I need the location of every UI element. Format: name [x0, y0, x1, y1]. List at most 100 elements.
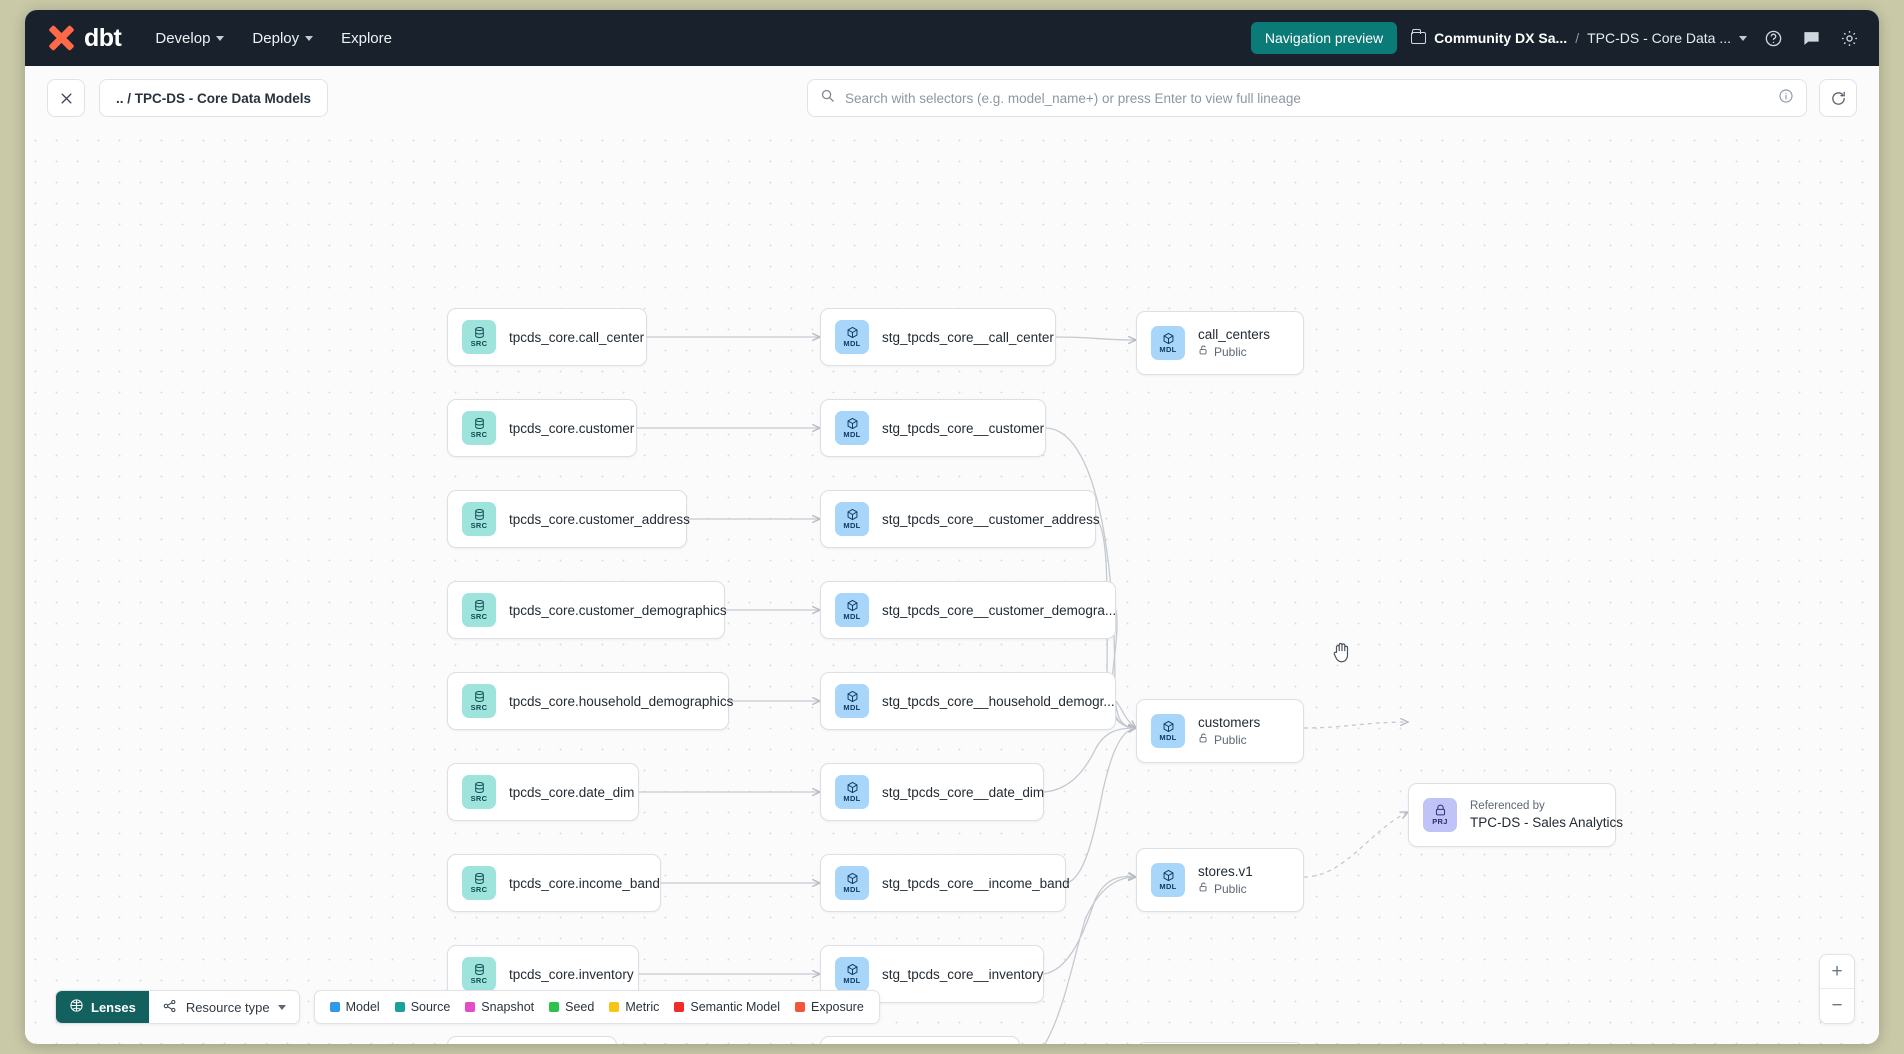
nav-item-explore-label: Explore	[341, 29, 392, 47]
node-access: Public	[1198, 882, 1253, 896]
node-type-badge-mdl: MDL	[1151, 863, 1185, 897]
lineage-toolbar: .. / TPC-DS - Core Data Models	[25, 66, 1879, 130]
nav-item-develop[interactable]: Develop	[155, 29, 225, 47]
legend-swatch	[394, 1002, 405, 1012]
legend-label: Snapshot	[481, 1000, 535, 1014]
refresh-button[interactable]	[1819, 79, 1857, 117]
node-label: tpcds_core.customer_address	[509, 511, 690, 527]
legend-item: Source	[394, 1000, 450, 1014]
node-access: Public	[1198, 733, 1260, 747]
account-breadcrumb[interactable]: Community DX Sa... / TPC-DS - Core Data …	[1411, 29, 1747, 46]
legend-item: Semantic Model	[674, 1000, 780, 1014]
zoom-out-button[interactable]: −	[1831, 995, 1843, 1016]
lenses-label: Lenses	[91, 999, 136, 1015]
node-type-badge-mdl: MDL	[835, 775, 869, 809]
node-label: call_centers	[1198, 327, 1271, 342]
node-type-badge-mdl: MDL	[1151, 326, 1185, 360]
lenses-button[interactable]: Lenses	[56, 991, 149, 1023]
node-type-badge-mdl: MDL	[835, 320, 869, 354]
unlock-icon	[1198, 882, 1209, 896]
node-label: stg_tpcds_core__customer_address	[882, 511, 1100, 527]
brand-label: dbt	[84, 23, 122, 52]
navigation-preview-button[interactable]: Navigation preview	[1250, 22, 1398, 54]
feedback-icon[interactable]	[1799, 26, 1823, 50]
node-label: TPC-DS - Sales Analytics	[1470, 815, 1624, 830]
breadcrumb[interactable]: .. / TPC-DS - Core Data Models	[99, 79, 329, 117]
zoom-in-button[interactable]: +	[1820, 955, 1854, 989]
help-circle-icon[interactable]	[1761, 26, 1785, 50]
grab-cursor-icon	[1331, 640, 1353, 669]
legend-label: Seed	[565, 1000, 595, 1014]
node-label: stg_tpcds_core__call_center	[882, 329, 1054, 345]
resource-type-dropdown[interactable]: Resource type	[148, 991, 299, 1023]
node-type-badge-src: SRC	[462, 957, 496, 991]
node-type-badge-src: SRC	[462, 684, 496, 718]
node-label: stg_tpcds_core__customer	[882, 420, 1045, 436]
unlock-icon	[1198, 733, 1209, 747]
node-type-badge-src: SRC	[462, 593, 496, 627]
nodes-icon	[162, 998, 178, 1017]
node-label: stg_tpcds_core__income_band	[882, 875, 1070, 891]
legend-item: Metric	[609, 1000, 659, 1014]
legend-swatch	[794, 1002, 805, 1012]
graph-node-source[interactable]: SRC tpcds_core.customer_demographics	[447, 581, 727, 639]
chevron-down-icon	[277, 1004, 286, 1010]
search-input[interactable]	[845, 90, 1768, 106]
lens-group: Lenses Resource type	[55, 990, 300, 1024]
info-icon[interactable]	[1778, 88, 1794, 109]
top-navbar: dbt Develop Deploy Explore Navigation pr…	[25, 10, 1879, 66]
node-label: tpcds_core.customer_demographics	[509, 602, 727, 618]
legend-item: Seed	[549, 1000, 594, 1014]
legend-swatch	[465, 1002, 476, 1012]
legend-swatch	[549, 1002, 560, 1012]
node-label: stg_tpcds_core__date_dim	[882, 784, 1045, 800]
resource-type-label: Resource type	[185, 999, 270, 1015]
search-box[interactable]	[807, 79, 1807, 117]
legend-swatch	[674, 1002, 685, 1012]
app-window: dbt Develop Deploy Explore Navigation pr…	[25, 10, 1879, 1044]
legend-swatch	[609, 1002, 620, 1012]
nav-item-deploy-label: Deploy	[252, 29, 300, 47]
nav-item-explore[interactable]: Explore	[341, 30, 392, 47]
node-label: stg_tpcds_core__inventory	[882, 966, 1044, 982]
graph-node-model[interactable]: MDL stg_tpcds_core__customer_address	[820, 490, 1100, 548]
dbt-logo[interactable]: dbt	[47, 23, 122, 53]
node-type-badge-src: SRC	[462, 320, 496, 354]
nav-item-develop-label: Develop	[155, 29, 211, 47]
graph-node-model[interactable]: MDL stg_tpcds_core__call_center	[820, 308, 1056, 366]
account-name: Community DX Sa...	[1434, 30, 1568, 46]
legend-label: Semantic Model	[690, 1000, 780, 1014]
node-type-badge-mdl: MDL	[835, 502, 869, 536]
close-button[interactable]	[47, 79, 85, 117]
chevron-down-icon[interactable]	[1739, 35, 1747, 41]
graph-node-model[interactable]: MDL stg_tpcds_core__date_dim	[820, 763, 1044, 821]
node-label: stg_tpcds_core__household_demogr...	[882, 693, 1115, 709]
node-type-badge-src: SRC	[462, 866, 496, 900]
gear-icon[interactable]	[1837, 26, 1861, 50]
nav-item-deploy[interactable]: Deploy	[252, 29, 314, 47]
node-label: customers	[1198, 715, 1261, 730]
node-type-badge-mdl: MDL	[1151, 714, 1185, 748]
node-label: stores.v1	[1198, 864, 1253, 879]
search-area	[807, 79, 1857, 117]
